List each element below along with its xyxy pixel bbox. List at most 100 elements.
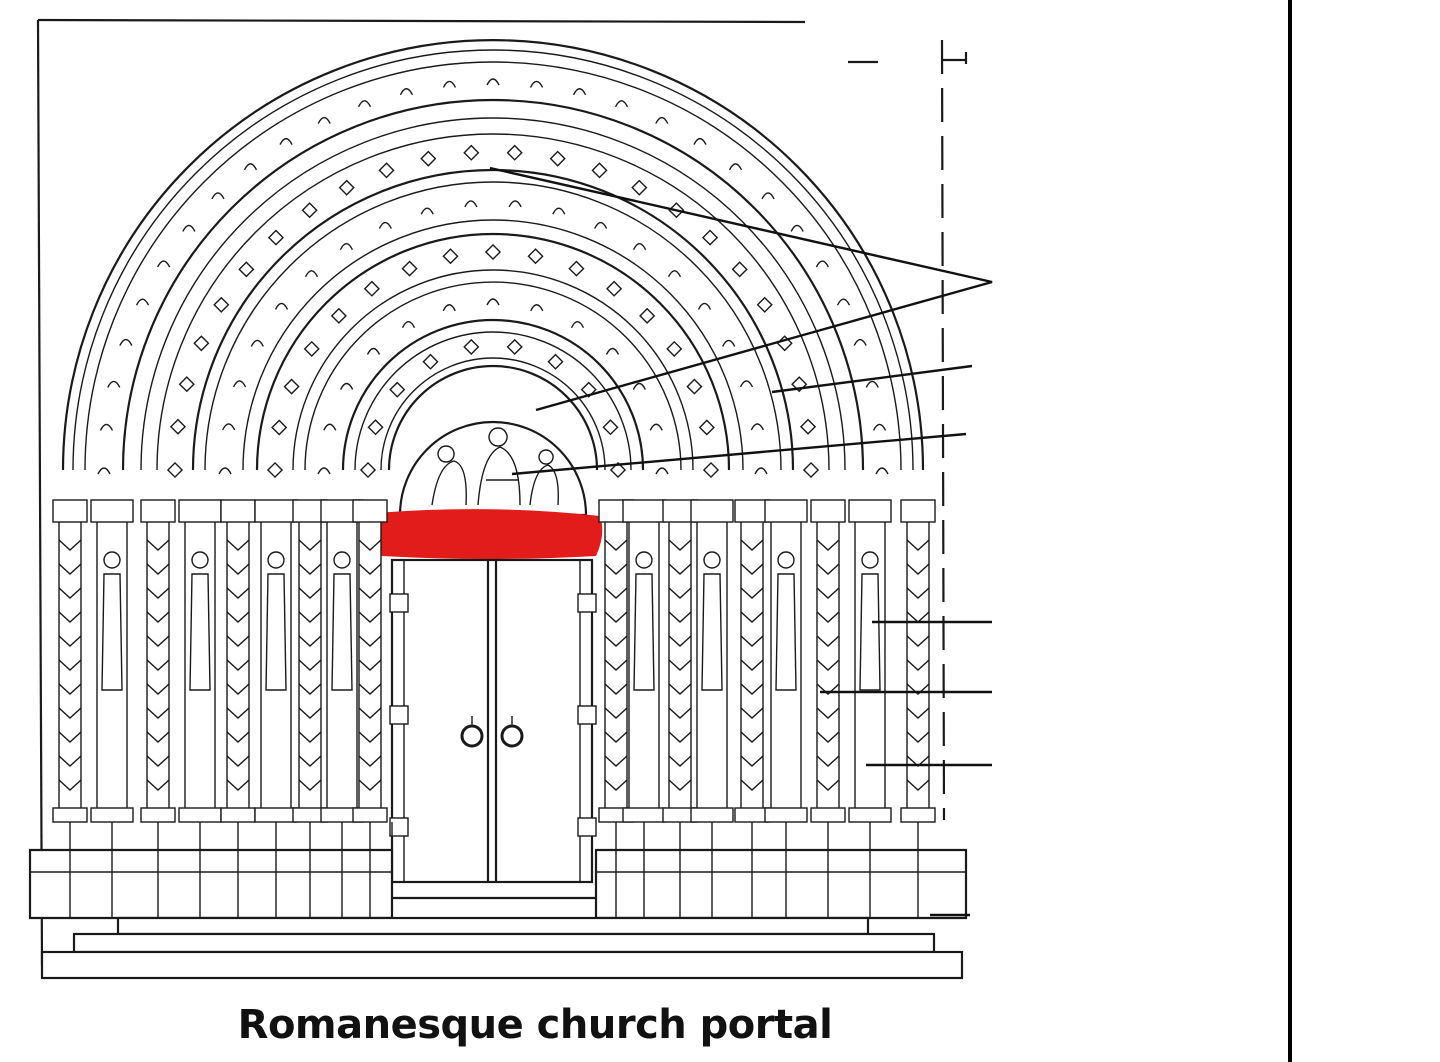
shaft-chevron	[906, 563, 930, 575]
jamb-statue-niche	[326, 519, 358, 811]
statue-body	[331, 573, 353, 691]
lozenge-mark	[420, 150, 437, 167]
column-capital	[764, 499, 808, 523]
shaft-chevron	[740, 707, 764, 719]
shaft-chevron	[668, 587, 692, 599]
shaft-chevron	[226, 563, 250, 575]
shaft-chevron	[58, 755, 82, 767]
shaft-chevron	[358, 683, 382, 695]
lozenge-mark	[606, 280, 623, 297]
shaft-chevron	[58, 587, 82, 599]
lozenge-mark	[463, 338, 480, 355]
lozenge-mark	[367, 419, 384, 436]
column-capital	[848, 499, 892, 523]
jamb-statue-niche	[696, 519, 728, 811]
archivolt-ring	[84, 61, 902, 471]
lozenge-mark	[378, 162, 395, 179]
statue-body	[265, 573, 287, 691]
shaft-chevron	[604, 755, 628, 767]
archivolt-ring	[255, 232, 731, 471]
lozenge-mark	[330, 307, 347, 324]
step-2	[72, 932, 936, 954]
lozenge-mark	[193, 335, 210, 352]
tympanum-figure-left	[431, 445, 467, 506]
hinge	[389, 817, 409, 837]
plinth-divisions	[30, 822, 966, 918]
statue-head	[777, 551, 795, 569]
lozenge-mark	[301, 202, 318, 219]
shaft-chevron	[740, 563, 764, 575]
shaft-chevron	[298, 611, 322, 623]
lozenge-mark	[166, 461, 184, 479]
leader-tympanum	[511, 432, 967, 476]
sculpture-mark	[211, 192, 225, 200]
shaft-chevron	[604, 683, 628, 695]
tympanum	[398, 420, 588, 517]
shaft-chevron	[226, 611, 250, 623]
shaft-chevron	[298, 683, 322, 695]
shaft-chevron	[226, 755, 250, 767]
sculpture-mark	[420, 207, 434, 215]
shaft-chevron	[604, 707, 628, 719]
caption: Romanesque church portal	[237, 1002, 833, 1048]
lozenge-mark	[283, 378, 300, 395]
lozenge-mark	[442, 248, 459, 265]
lozenge-mark	[668, 202, 685, 219]
lozenge-mark	[484, 243, 502, 261]
doorway	[389, 558, 597, 884]
sculpture-mark	[790, 224, 804, 232]
shaft-chevron	[358, 539, 382, 551]
hinge	[577, 593, 597, 613]
sculpture-mark	[222, 423, 236, 431]
sculpture-mark	[693, 137, 707, 145]
shaft-chevron	[906, 779, 930, 791]
sculpture-mark	[232, 380, 247, 388]
archivolt-ring	[121, 98, 865, 471]
archivolt-ring	[380, 357, 606, 471]
sculpture-mark	[853, 338, 867, 346]
lozenge-mark	[338, 179, 355, 196]
shaft-chevron	[226, 635, 250, 647]
sculpture-mark	[667, 270, 682, 278]
column-capital	[690, 499, 734, 523]
shaft-chevron	[226, 707, 250, 719]
shaft-chevron	[816, 755, 840, 767]
shaft-chevron	[604, 539, 628, 551]
shaft-chevron	[298, 707, 322, 719]
shaft-chevron	[604, 611, 628, 623]
column-base	[220, 807, 256, 823]
shaft-chevron	[668, 707, 692, 719]
shaft-chevron	[906, 707, 930, 719]
lozenge-mark	[359, 461, 377, 479]
shaft-chevron	[226, 779, 250, 791]
sculpture-mark	[366, 347, 381, 355]
lozenge-mark	[213, 296, 230, 313]
lozenge-mark	[527, 248, 544, 265]
sculpture-mark	[836, 298, 851, 306]
shaft-chevron	[58, 707, 82, 719]
shaft-chevron	[604, 587, 628, 599]
shaft-chevron	[146, 755, 170, 767]
shaft-chevron	[668, 779, 692, 791]
sculpture-mark	[697, 302, 712, 310]
shaft-chevron	[740, 539, 764, 551]
column-capital	[734, 499, 770, 523]
sculpture-mark	[508, 200, 522, 208]
frame-dashed-right	[940, 39, 946, 821]
jamb-statue-niche	[184, 519, 216, 811]
shaft-chevron	[740, 587, 764, 599]
lozenge-mark	[422, 353, 439, 370]
sculpture-mark	[552, 207, 566, 215]
column-base	[622, 807, 666, 823]
sculpture-mark	[486, 78, 500, 86]
archivolt-ring	[292, 269, 694, 471]
jamb-statue-niche	[260, 519, 292, 811]
shaft-chevron	[146, 563, 170, 575]
sculpture-mark	[750, 423, 764, 431]
statue-head	[703, 551, 721, 569]
frame-top-line	[37, 18, 806, 24]
lozenge-mark	[698, 419, 715, 436]
shaft-chevron	[906, 659, 930, 671]
shaft-chevron	[906, 539, 930, 551]
